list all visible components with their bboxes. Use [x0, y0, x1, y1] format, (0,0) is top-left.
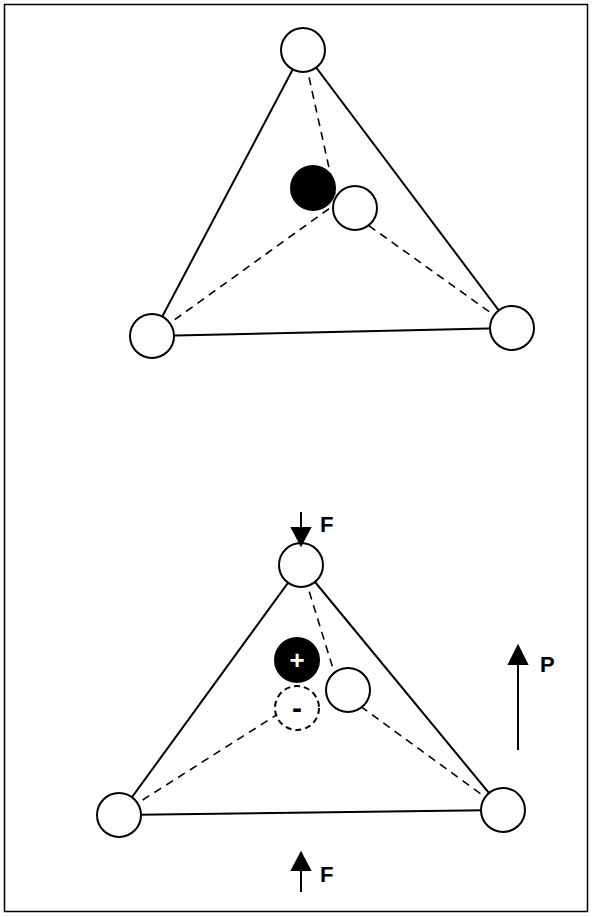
charge-sign: + [289, 647, 304, 673]
polarization-label: P [538, 652, 557, 678]
frame [5, 5, 588, 912]
tetrahedron-bottom [119, 565, 503, 815]
negative-charge: - [273, 684, 321, 732]
atoms-top [130, 28, 534, 358]
force-label: F [318, 512, 335, 538]
force-label: F [318, 862, 335, 888]
force-arrows [292, 512, 527, 892]
atoms-bottom [97, 543, 525, 837]
charge-sign: - [292, 693, 302, 723]
positive-charge: + [273, 636, 321, 684]
tetrahedron-top [152, 50, 512, 336]
